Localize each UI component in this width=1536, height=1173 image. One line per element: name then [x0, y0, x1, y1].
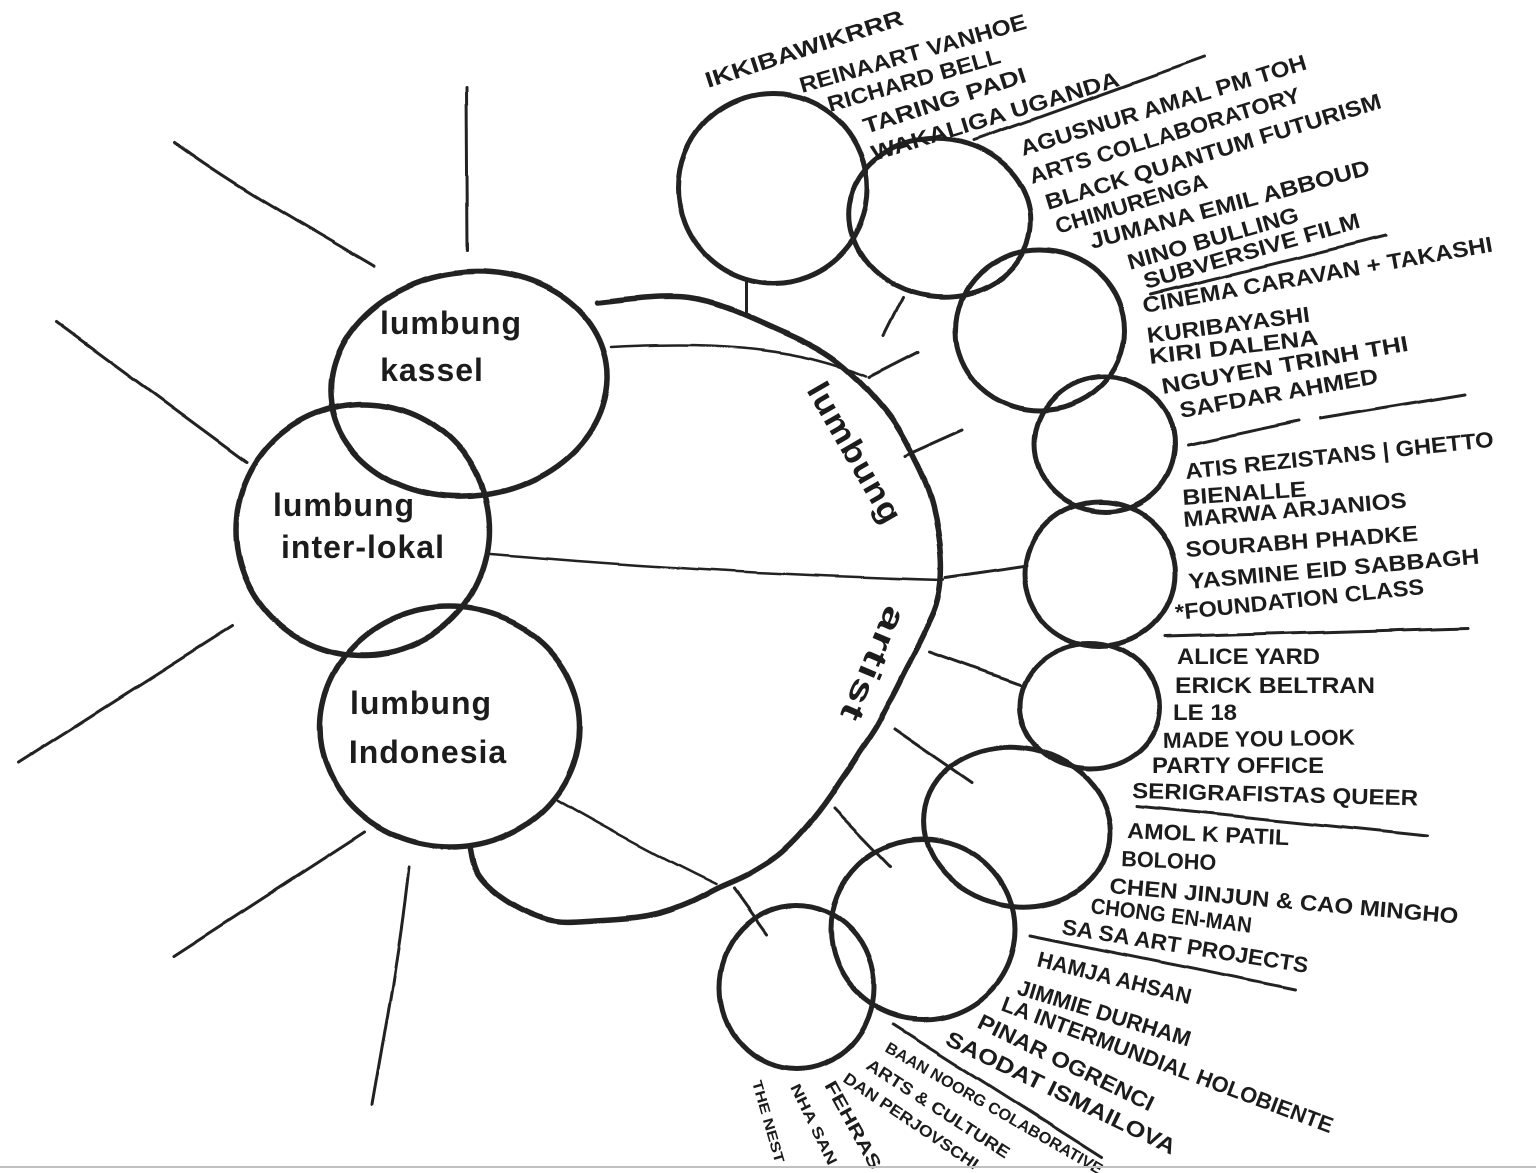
svg-text:PARTY OFFICE: PARTY OFFICE	[1152, 753, 1324, 778]
svg-text:inter-lokal: inter-lokal	[281, 529, 445, 565]
svg-text:Indonesia: Indonesia	[349, 734, 507, 770]
svg-text:kassel: kassel	[380, 352, 484, 388]
svg-text:BOLOHO: BOLOHO	[1121, 846, 1217, 875]
svg-text:lumbung: lumbung	[273, 487, 415, 523]
svg-text:ERICK BELTRAN: ERICK BELTRAN	[1175, 673, 1375, 698]
svg-text:MADE YOU LOOK: MADE YOU LOOK	[1163, 725, 1356, 753]
svg-text:LE 18: LE 18	[1173, 700, 1237, 725]
svg-text:lumbung: lumbung	[380, 305, 522, 341]
svg-text:ALICE YARD: ALICE YARD	[1177, 644, 1320, 669]
svg-text:lumbung: lumbung	[350, 685, 492, 721]
